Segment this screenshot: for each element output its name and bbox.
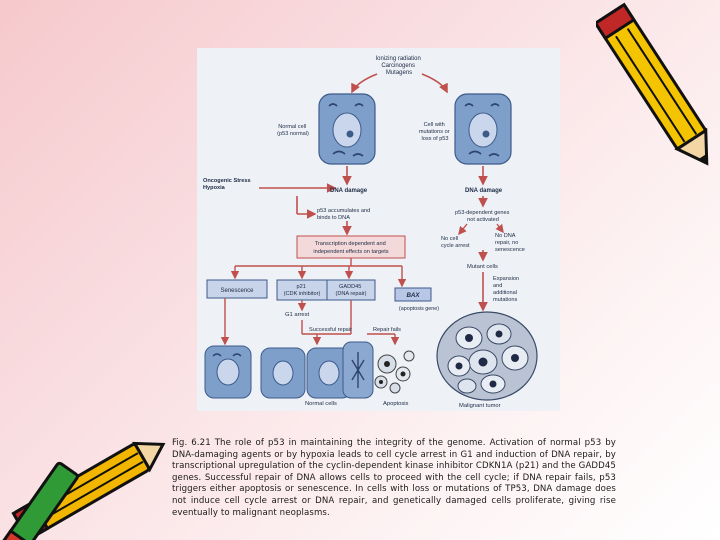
- p21-box: [276, 279, 328, 301]
- expansion-3: additional: [493, 290, 517, 296]
- no-dna-repair-3: senescence: [495, 247, 525, 253]
- arrow-no-repair: [495, 223, 504, 234]
- normal-cell-row: [260, 341, 374, 399]
- mutant-cell-label-3: loss of p53: [421, 136, 448, 142]
- top-label: Ionizing radiation Carcinogens Mutagens: [375, 56, 422, 76]
- p53-dependent: p53-dependent genes not activated: [455, 210, 511, 223]
- p53-diagram-svg: Ionizing radiation Carcinogens Mutagens …: [203, 56, 538, 409]
- mutant-cells: Mutant cells: [467, 264, 498, 270]
- pencil-bottom-left-icon: [0, 441, 166, 540]
- malignant-tumor-label: Malignant tumor: [459, 403, 501, 409]
- successful-repair: Successful repair: [309, 327, 352, 333]
- expansion-1: Expansion: [493, 276, 519, 282]
- expansion-2: and: [493, 283, 502, 289]
- arrow-to-normal: [351, 73, 378, 94]
- no-dna-repair-1: No DNA: [495, 233, 516, 239]
- stress-label-1: Oncogenic Stress: [203, 178, 251, 184]
- no-cell-cycle-arrest: No cell cycle arrest: [441, 236, 470, 249]
- mutant-cell-label: Cell with mutations or loss of p53: [419, 122, 451, 142]
- transcription-box-1: Transcription dependent and: [315, 241, 386, 247]
- figure-caption: Fig. 6.21 The role of p53 in maintaining…: [172, 438, 616, 518]
- mutant-cell: [454, 93, 512, 165]
- no-dna-repair: No DNA repair, no senescence: [495, 233, 525, 253]
- dna-damage-right: DNA damage: [465, 188, 503, 194]
- senescent-cell: [204, 345, 252, 399]
- apoptotic-cells: [374, 350, 415, 394]
- transcription-box-label: Transcription dependent and independent …: [313, 241, 388, 255]
- normal-cell-label-1: Normal cell: [278, 124, 306, 130]
- transcription-box-2: independent effects on targets: [313, 249, 388, 255]
- p53-accumulates: p53 accumulates and binds to DNA: [317, 208, 372, 221]
- bax-label: BAX: [406, 292, 420, 299]
- p53-accumulates-2: binds to DNA: [317, 215, 350, 221]
- p21-label-1: p21: [297, 284, 306, 290]
- gadd45-label-1: GADD45: [339, 284, 361, 290]
- p21-label-2: (CDK inhibitor): [284, 291, 321, 297]
- normal-cells-label: Normal cells: [305, 401, 337, 407]
- expansion-4: mutations: [493, 297, 517, 303]
- top-label-2: Carcinogens: [381, 63, 415, 69]
- p53-accumulates-1: p53 accumulates and: [317, 208, 370, 214]
- p53-dependent-1: p53-dependent genes: [455, 210, 510, 216]
- senescence-box: [206, 279, 268, 299]
- arrow-no-arrest: [458, 223, 468, 236]
- p53-dependent-2: not activated: [467, 217, 499, 223]
- no-dna-repair-2: repair, no: [495, 240, 518, 246]
- pencil-top-right-icon: [596, 2, 709, 166]
- stress-label: Oncogenic Stress Hypoxia: [203, 178, 252, 191]
- normal-cell-label-2: (p53 normal): [277, 131, 309, 137]
- g1-arrest: G1 arrest: [285, 312, 310, 318]
- mutant-cell-label-1: Cell with: [424, 122, 445, 128]
- gadd45-label: GADD45 (DNA repair): [335, 284, 366, 297]
- apoptosis-label: Apoptosis: [383, 401, 409, 407]
- no-cell-cycle-arrest-2: cycle arrest: [441, 243, 470, 249]
- senescence-label: Senescence: [220, 288, 254, 294]
- repair-fails: Repair fails: [373, 327, 401, 333]
- top-label-1: Ionizing radiation: [375, 56, 420, 62]
- normal-cell-label: Normal cell (p53 normal): [277, 124, 309, 137]
- bax-caption: (apoptosis gene): [399, 306, 439, 312]
- top-label-3: Mutagens: [386, 70, 412, 76]
- bax-box: [394, 287, 432, 302]
- gadd45-label-2: (DNA repair): [335, 291, 366, 297]
- p53-diagram: Ionizing radiation Carcinogens Mutagens …: [197, 48, 560, 411]
- mutant-cell-label-2: mutations or: [419, 129, 450, 135]
- normal-cell: [318, 93, 376, 165]
- dna-damage-left: DNA damage: [330, 188, 368, 194]
- malignant-tumor: [436, 311, 538, 401]
- expansion: Expansion and additional mutations: [493, 276, 521, 303]
- arrow-to-mutant: [421, 73, 448, 94]
- stress-label-2: Hypoxia: [203, 185, 226, 191]
- no-cell-cycle-arrest-1: No cell: [441, 236, 458, 242]
- p21-label: p21 (CDK inhibitor): [284, 284, 321, 297]
- gadd45-box: [326, 279, 376, 301]
